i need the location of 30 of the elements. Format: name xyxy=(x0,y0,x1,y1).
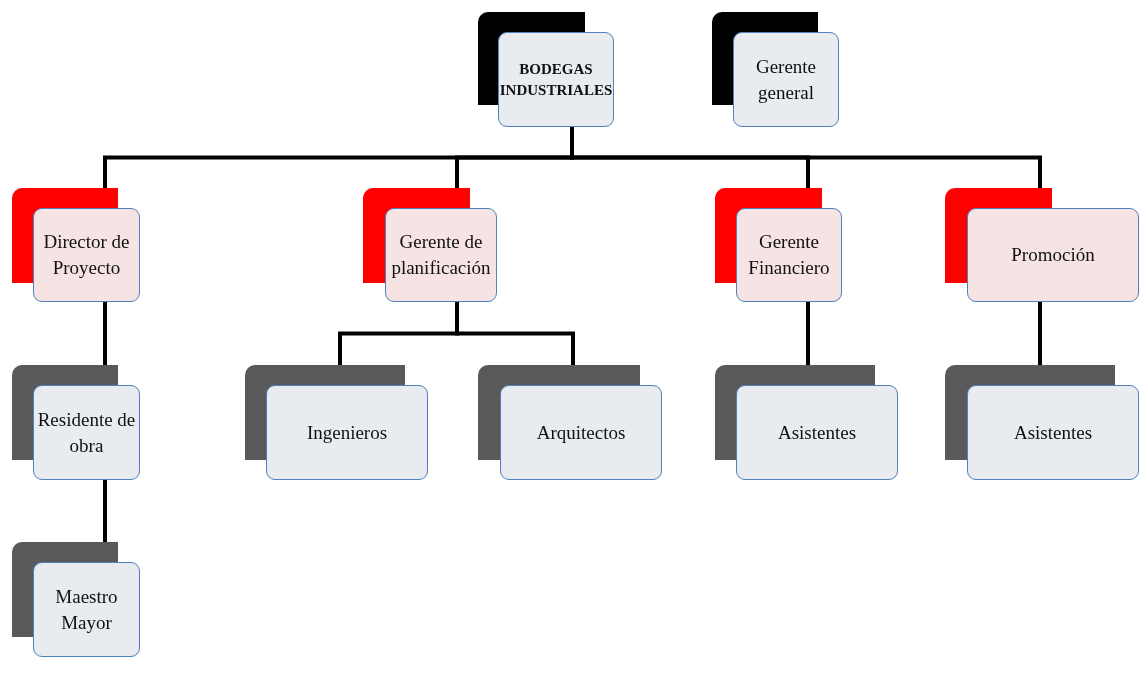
position-box: Asistentes xyxy=(736,385,898,480)
position-box: Director de Proyecto xyxy=(33,208,140,302)
position-box: Gerente Financiero xyxy=(736,208,842,302)
position-box: Ingenieros xyxy=(266,385,428,480)
org-chart-card xyxy=(478,365,662,480)
connector-line xyxy=(103,480,107,542)
position-box: Gerente general xyxy=(733,32,839,127)
org-chart-card xyxy=(245,365,428,480)
org-chart-card xyxy=(12,542,140,657)
org-chart-card xyxy=(715,365,898,480)
org-chart-card xyxy=(12,188,140,302)
connector-line xyxy=(1038,302,1042,365)
connector-line xyxy=(806,302,810,365)
org-chart-card xyxy=(363,188,497,302)
connector-line xyxy=(455,302,575,365)
connector-line xyxy=(570,127,1042,188)
position-box: Gerente de planificación xyxy=(385,208,497,302)
connector-line xyxy=(103,302,107,365)
org-chart-card xyxy=(712,12,839,127)
org-chart-card xyxy=(945,365,1139,480)
org-chart-card xyxy=(12,365,140,480)
position-box: Residente de obra xyxy=(33,385,140,480)
position-box: BODEGAS INDUSTRIALES xyxy=(498,32,614,127)
position-box: Promoción xyxy=(967,208,1139,302)
org-chart-card xyxy=(715,188,842,302)
position-box: Arquitectos xyxy=(500,385,662,480)
position-box: Asistentes xyxy=(967,385,1139,480)
org-chart-card xyxy=(478,12,614,127)
position-box: Maestro Mayor xyxy=(33,562,140,657)
org-chart-card xyxy=(945,188,1139,302)
